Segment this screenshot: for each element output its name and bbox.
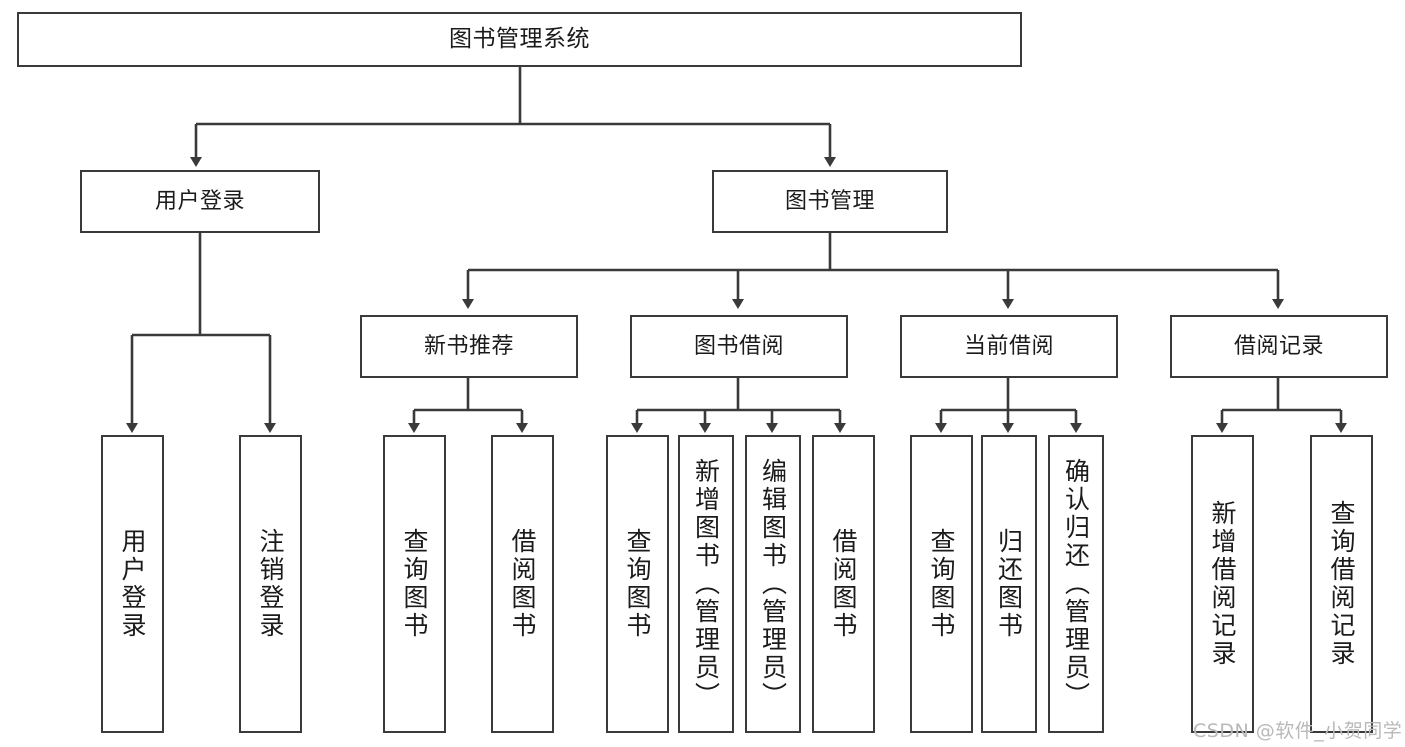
node-label: 查询图书: [927, 528, 956, 640]
node-leaf-borrow-book-1[interactable]: 借阅图书: [491, 435, 554, 733]
node-leaf-edit-book-admin[interactable]: 编辑图书（管理员）: [745, 435, 801, 733]
node-label: 借阅图书: [829, 528, 858, 640]
node-new-book-recommend[interactable]: 新书推荐: [360, 315, 578, 378]
node-label: 借阅图书: [508, 528, 537, 640]
node-label: 图书管理: [784, 188, 875, 214]
node-leaf-logout-login[interactable]: 注销登录: [239, 435, 302, 733]
node-leaf-user-login[interactable]: 用户登录: [101, 435, 164, 733]
node-leaf-add-book-admin[interactable]: 新增图书（管理员）: [678, 435, 734, 733]
node-borrow-record[interactable]: 借阅记录: [1170, 315, 1388, 378]
node-label: 用户登录: [118, 528, 147, 640]
node-current-borrow[interactable]: 当前借阅: [900, 315, 1118, 378]
node-label: 查询借阅记录: [1327, 500, 1356, 668]
node-label: 当前借阅: [963, 333, 1054, 359]
node-label: 用户登录: [154, 188, 245, 214]
node-user-login[interactable]: 用户登录: [80, 170, 320, 233]
node-label: 查询图书: [623, 528, 652, 640]
node-root-book-management-system[interactable]: 图书管理系统: [17, 12, 1022, 67]
node-leaf-query-book-2[interactable]: 查询图书: [606, 435, 669, 733]
node-leaf-query-book-3[interactable]: 查询图书: [910, 435, 973, 733]
node-leaf-query-borrow-record[interactable]: 查询借阅记录: [1310, 435, 1373, 733]
node-leaf-borrow-book-2[interactable]: 借阅图书: [812, 435, 875, 733]
node-label: 注销登录: [256, 528, 285, 640]
node-leaf-return-book[interactable]: 归还图书: [981, 435, 1037, 733]
node-label: 新书推荐: [423, 333, 514, 359]
node-leaf-confirm-return-admin[interactable]: 确认归还（管理员）: [1048, 435, 1104, 733]
node-label: 归还图书: [994, 528, 1024, 640]
node-book-management[interactable]: 图书管理: [712, 170, 948, 233]
node-label: 图书管理系统: [449, 26, 590, 52]
watermark-text: CSDN @软件_小贺同学: [1193, 720, 1403, 742]
node-leaf-query-book-1[interactable]: 查询图书: [383, 435, 446, 733]
node-label: 图书借阅: [693, 333, 784, 359]
node-label: 查询图书: [400, 528, 429, 640]
node-label: 确认归还（管理员）: [1061, 458, 1091, 710]
node-label: 新增借阅记录: [1208, 500, 1237, 668]
node-leaf-add-borrow-record[interactable]: 新增借阅记录: [1191, 435, 1254, 733]
node-label: 编辑图书（管理员）: [758, 458, 788, 710]
node-label: 新增图书（管理员）: [691, 458, 721, 710]
node-label: 借阅记录: [1233, 333, 1324, 359]
node-book-borrow[interactable]: 图书借阅: [630, 315, 848, 378]
